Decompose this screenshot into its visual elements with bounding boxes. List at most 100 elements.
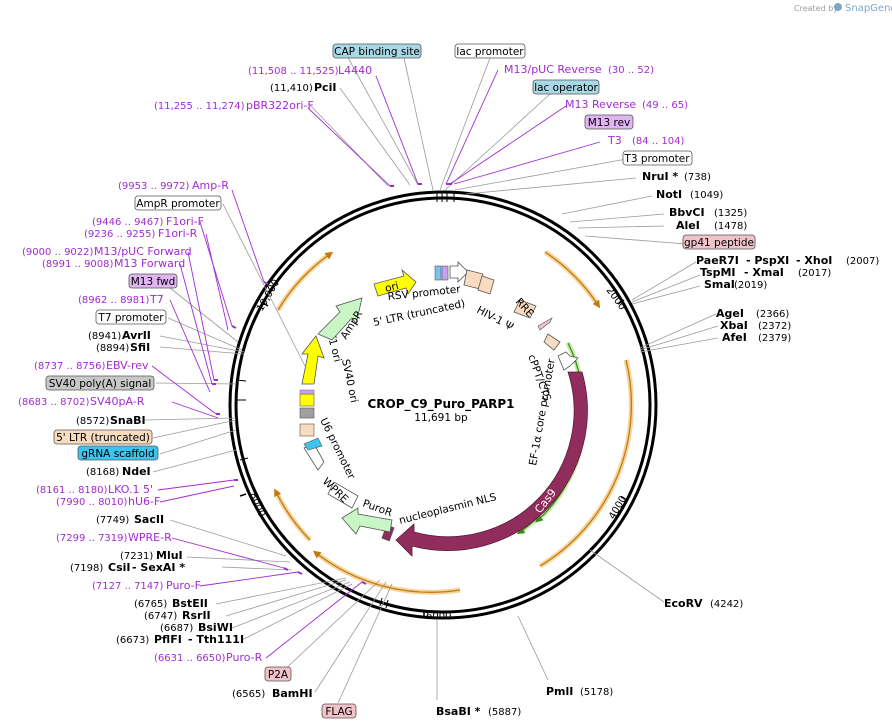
primer-ampr: Amp-R bbox=[192, 179, 229, 192]
box-lac-promoter-label: lac promoter bbox=[456, 46, 524, 58]
left-restriction-sites: (11,410) PciI (8941) AvrII (8894) SfiI (… bbox=[70, 81, 336, 700]
cas9-arc bbox=[395, 371, 588, 557]
site-sfii: SfiI bbox=[130, 341, 150, 354]
box-t3-promoter bbox=[622, 150, 693, 166]
primer-ampr-coord: (9953 .. 9972) bbox=[118, 181, 190, 192]
u6-label: U6 promoter bbox=[317, 416, 357, 482]
primer-lko1: LKO.1 5' bbox=[108, 483, 153, 496]
plasmid-size: 11,691 bp bbox=[414, 412, 468, 424]
site-nrui-coord: (738) bbox=[684, 172, 711, 183]
box-cap-binding-site bbox=[332, 43, 422, 59]
box-5ltr-truncated-label: 5' LTR (truncated) bbox=[56, 432, 150, 444]
rsv-promoter-box-b bbox=[441, 265, 449, 281]
sv40-ori-box bbox=[299, 393, 315, 407]
primer-puro-f: Puro-F bbox=[166, 579, 201, 592]
ltr-small-box bbox=[299, 423, 315, 437]
site-csii-coord: (7198) bbox=[70, 563, 103, 574]
site-bamhi-coord: (6565) bbox=[232, 689, 265, 700]
box-m13-rev bbox=[584, 114, 634, 130]
site-csii: CsiI bbox=[108, 561, 130, 574]
tick-8000: 8000 bbox=[247, 491, 267, 519]
site-rsrii: RsrII bbox=[182, 609, 211, 622]
site-bsabi-coord: (5887) bbox=[488, 707, 521, 718]
site-afei-coord: (2379) bbox=[758, 333, 791, 344]
box-gp41-peptide bbox=[682, 234, 756, 250]
site-nrui: NruI * bbox=[642, 170, 678, 183]
primer-m13-reverse-coord: (49 .. 65) bbox=[642, 100, 688, 111]
watermark-prefix: Created by bbox=[794, 4, 838, 13]
primer-puro-r: Puro-R bbox=[226, 651, 263, 664]
site-pmli-coord: (5178) bbox=[580, 687, 613, 698]
sv40-ori-box-b bbox=[299, 389, 315, 395]
site-avrii-coord: (8941) bbox=[88, 331, 121, 342]
site-bsteii: BstEII bbox=[172, 597, 208, 610]
sv40-pa-box bbox=[299, 407, 315, 419]
outer-feature-arc-left-top-line bbox=[277, 251, 334, 311]
box-p2a-label: P2A bbox=[268, 669, 289, 681]
outer-feature-arc-left-bottom-line bbox=[274, 488, 311, 541]
box-t7-promoter-label: T7 promoter bbox=[97, 312, 164, 324]
site-ndei-coord: (8168) bbox=[86, 467, 119, 478]
primer-m13puc-rev: M13/pUC Reverse bbox=[504, 63, 602, 76]
site-tspmi: TspMI bbox=[700, 266, 736, 279]
site-paer7i: PaeR7I bbox=[696, 254, 739, 267]
rre-pink-marker bbox=[537, 317, 553, 331]
site-xbai: XbaI bbox=[720, 319, 748, 332]
outer-feature-arc-bottom bbox=[314, 551, 461, 595]
box-sv40-polya-label: SV40 poly(A) signal bbox=[49, 378, 152, 390]
box-ampr-promoter-label: AmpR promoter bbox=[136, 198, 220, 210]
ori-arrow bbox=[373, 268, 417, 297]
primer-pbr322-coord: (11,255 .. 11,274) bbox=[154, 101, 245, 112]
outer-feature-arc-bottom-line bbox=[312, 550, 461, 593]
box-m13-rev-label: M13 rev bbox=[588, 117, 631, 129]
site-rsrii-coord: (6747) bbox=[144, 611, 177, 622]
site-xbai-coord: (2372) bbox=[758, 321, 791, 332]
primer-lko1-coord: (8161 .. 8180) bbox=[36, 485, 108, 496]
rsv-promoter-arrow bbox=[449, 261, 469, 283]
box-gp41-peptide-label: gp41 peptide bbox=[684, 237, 754, 249]
primer-wpre-r-coord: (7299 .. 7319) bbox=[56, 533, 128, 544]
primer-f1ori-r: F1ori-R bbox=[158, 227, 198, 240]
site-snabi: SnaBI bbox=[110, 414, 146, 427]
watermark-brand: SnapGene bbox=[845, 3, 892, 14]
ampr-arrow bbox=[317, 297, 363, 341]
primer-markers bbox=[212, 183, 452, 585]
backbone-feature-ticks bbox=[235, 192, 455, 609]
site-pcii: PciI bbox=[314, 81, 336, 94]
primer-l4440-coord: (11,508 .. 11,525) bbox=[248, 66, 339, 77]
site-alei-coord: (1478) bbox=[714, 221, 747, 232]
backbone-inner bbox=[234, 196, 652, 614]
primer-hu6f-coord: (7990 .. 8010) bbox=[56, 497, 128, 508]
primer-m13puc-fwd-coord: (9000 .. 9022) bbox=[22, 247, 94, 258]
primer-hu6f: hU6-F bbox=[128, 495, 160, 508]
site-tth111i: - Tth111I bbox=[188, 633, 244, 646]
f1ori-arrow bbox=[301, 335, 325, 385]
box-sv40-polya bbox=[45, 375, 155, 391]
box-p2a bbox=[264, 666, 292, 682]
site-pmli: PmlI bbox=[546, 685, 573, 698]
box-t7-promoter bbox=[95, 309, 167, 325]
site-sfii-coord: (8894) bbox=[96, 343, 129, 354]
site-pflfi-coord: (6673) bbox=[116, 635, 149, 646]
site-smai: SmaI bbox=[704, 278, 735, 291]
box-flag-label: FLAG bbox=[325, 706, 352, 718]
site-xhoi: - XhoI bbox=[796, 254, 832, 267]
site-bamhi: BamHI bbox=[272, 687, 313, 700]
box-cap-binding-site-label: CAP binding site bbox=[334, 46, 420, 58]
ef1a-arrow bbox=[557, 351, 579, 371]
site-sacii-coord: (7749) bbox=[96, 515, 129, 526]
site-xmai: - XmaI bbox=[744, 266, 784, 279]
primer-l4440: L4440 bbox=[338, 64, 372, 77]
plasmid-name: CROP_C9_Puro_PARP1 bbox=[367, 397, 514, 412]
site-alei: AleI bbox=[676, 219, 700, 232]
tick-2000: 2000 bbox=[604, 285, 628, 312]
backbone-outer bbox=[228, 190, 658, 620]
tick-4000: 4000 bbox=[607, 494, 629, 522]
primer-ebv-rev-coord: (8737 .. 8756) bbox=[34, 361, 106, 372]
tick-mark-4000 bbox=[620, 496, 628, 501]
primer-puro-r-coord: (6631 .. 6650) bbox=[154, 653, 226, 664]
site-ecorv: EcoRV bbox=[664, 597, 703, 610]
outer-feature-arc-right-top-line bbox=[544, 251, 601, 309]
site-ndei: NdeI bbox=[122, 465, 151, 478]
primer-m13-forward: M13 Forward bbox=[114, 257, 185, 270]
